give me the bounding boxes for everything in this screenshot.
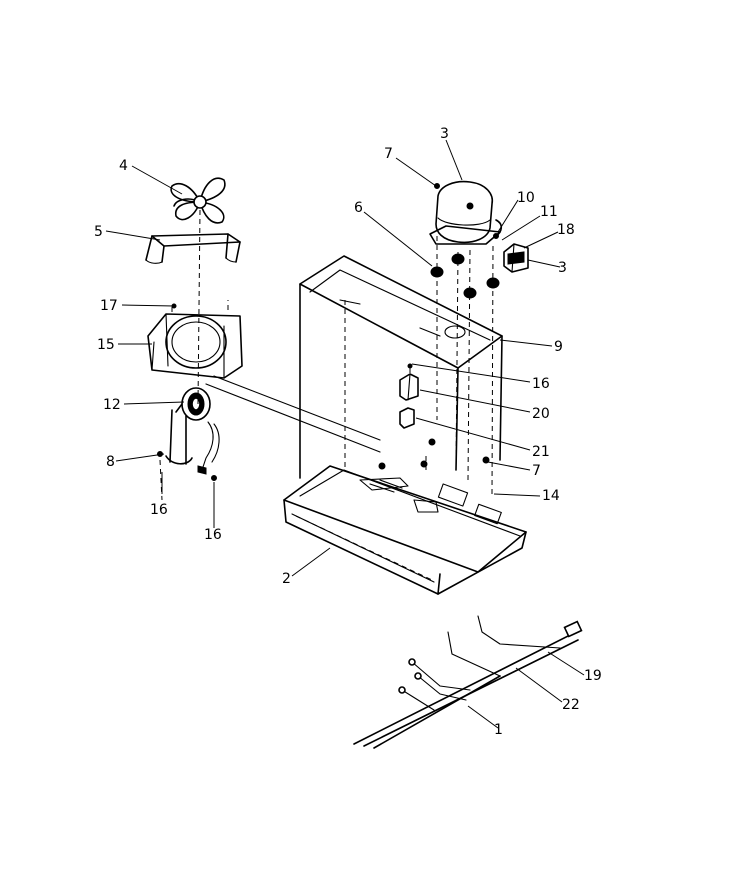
callout-16-left: 16 — [150, 502, 168, 518]
callout-7-top: 7 — [384, 146, 393, 162]
assembly-lines — [159, 209, 494, 520]
callout-16-right: 16 — [532, 376, 550, 392]
callout-13: 3 — [440, 126, 449, 142]
callout-8: 8 — [106, 454, 115, 470]
callout-20: 20 — [532, 406, 550, 422]
callout-labels: 4 5 17 15 12 8 16 16 3 7 6 10 11 18 3 9 … — [94, 126, 602, 738]
callout-21: 21 — [532, 444, 550, 460]
wire-harness — [353, 615, 583, 749]
callout-4: 4 — [119, 158, 128, 174]
grommets — [430, 253, 500, 299]
callout-16-lower: 16 — [204, 527, 222, 543]
relay — [503, 243, 529, 273]
callout-12: 12 — [103, 397, 121, 413]
screws — [157, 183, 499, 481]
duct-tube — [165, 409, 220, 475]
compressor — [429, 180, 503, 245]
callout-7-right: 7 — [532, 463, 541, 479]
cabinet-panel — [299, 255, 503, 479]
callout-10: 10 — [517, 190, 535, 206]
callout-18: 18 — [557, 222, 575, 238]
callout-1: 1 — [494, 722, 503, 738]
callout-14: 14 — [542, 488, 560, 504]
start-components — [399, 363, 419, 429]
callout-19: 19 — [584, 668, 602, 684]
callout-11: 11 — [540, 204, 558, 220]
base-pan — [283, 438, 527, 595]
callout-5: 5 — [94, 224, 103, 240]
fan-bracket — [145, 233, 241, 264]
callout-22: 22 — [562, 697, 580, 713]
callout-15: 15 — [97, 337, 115, 353]
callout-9: 9 — [554, 339, 563, 355]
fan-shroud — [147, 313, 243, 379]
leader-lines — [105, 139, 585, 729]
callout-3: 3 — [558, 260, 567, 276]
callout-2: 2 — [282, 571, 291, 587]
callout-17: 17 — [100, 298, 118, 314]
callout-6: 6 — [354, 200, 363, 216]
fan-blade — [170, 177, 226, 224]
fan-motor — [175, 387, 211, 421]
